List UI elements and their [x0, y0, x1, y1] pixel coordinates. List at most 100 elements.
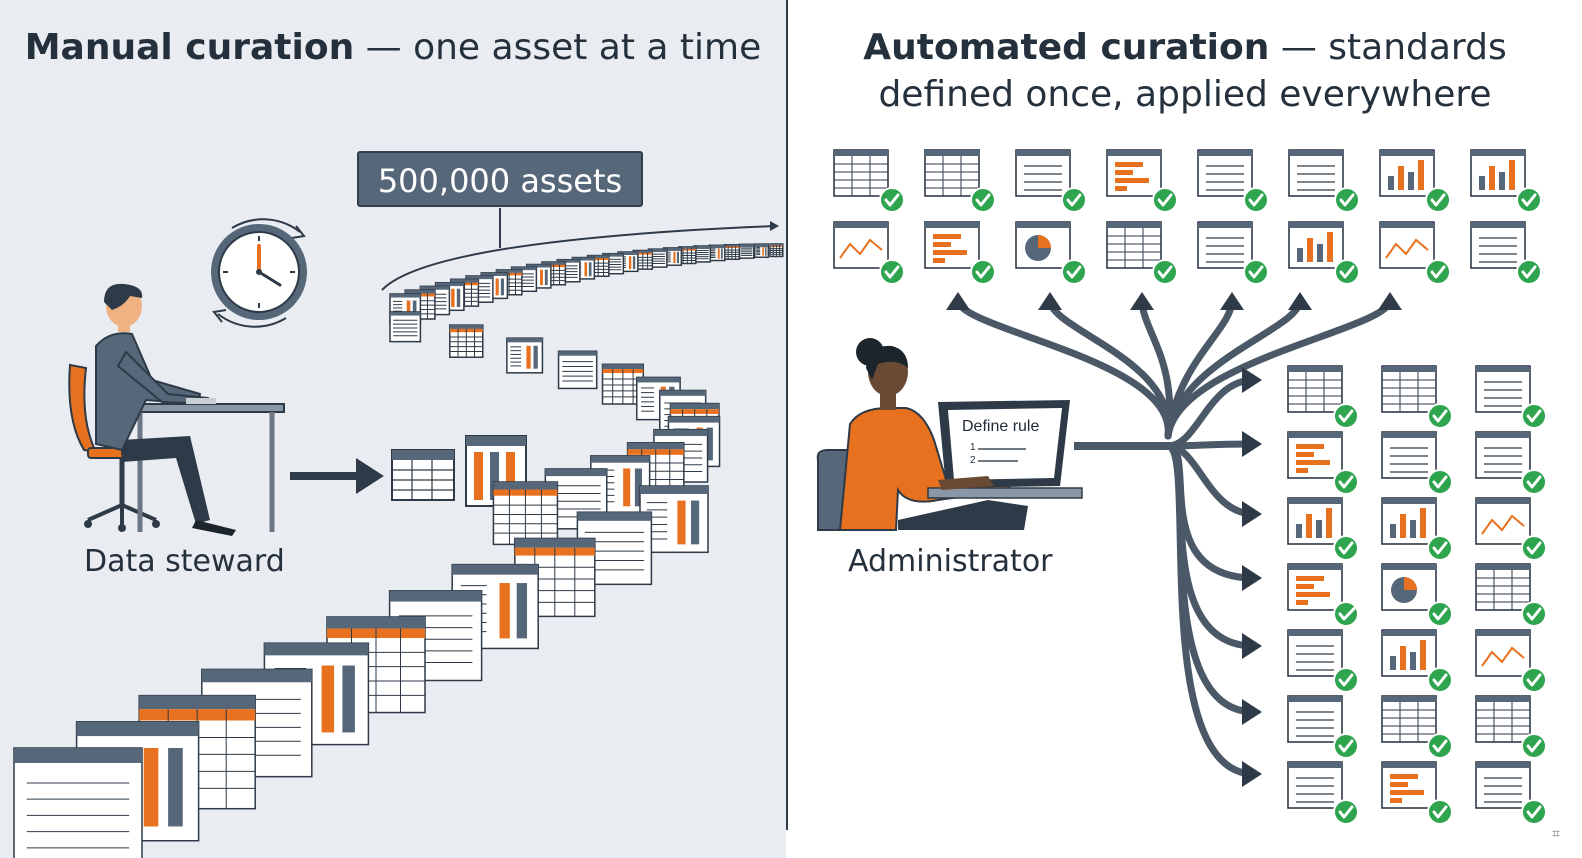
- checkmark-icon: [1521, 403, 1547, 429]
- automated-curation-title-rest: — standards: [1269, 27, 1507, 68]
- checkmark-icon: [1427, 601, 1453, 627]
- table-icon: [1381, 431, 1437, 479]
- checkmark-icon: [1521, 469, 1547, 495]
- checkmark-icon: [1521, 535, 1547, 561]
- checkmark-icon: [879, 187, 905, 213]
- queued-chart-asset: [389, 311, 422, 343]
- queued-table-asset: [492, 481, 559, 546]
- automated-curation-illustration: Define rule 1 2: [816, 149, 1547, 825]
- administrator-label: Administrator: [848, 544, 1053, 579]
- checkmark-icon: [1334, 259, 1360, 285]
- administrator-figure: Define rule 1 2: [816, 338, 1083, 531]
- checkmark-icon: [1516, 259, 1542, 285]
- table-icon: [833, 149, 889, 197]
- table-icon: [1287, 365, 1343, 413]
- table-icon: [1475, 431, 1531, 479]
- checkmark-icon: [1334, 187, 1360, 213]
- define-rule-text: Define rule: [962, 418, 1039, 435]
- line-chart-icon: [1475, 629, 1531, 677]
- bar-chart-icon: [1288, 221, 1344, 269]
- checkmark-icon: [1427, 667, 1453, 693]
- queued-chart-asset: [557, 350, 598, 390]
- table-icon: [1288, 149, 1344, 197]
- queued-chart-asset: [738, 243, 755, 259]
- bar-chart-icon: [1287, 563, 1343, 611]
- rule-arrow-right: [1164, 442, 1262, 787]
- checkmark-icon: [1333, 403, 1359, 429]
- rule-arrow-up: [1164, 292, 1402, 440]
- checkmark-icon: [1516, 187, 1542, 213]
- checkmark-icon: [1425, 259, 1451, 285]
- checkmark-icon: [1152, 187, 1178, 213]
- svg-text:2: 2: [970, 455, 976, 466]
- scan-icon: ⌗: [1552, 826, 1560, 842]
- clock-icon: [211, 218, 307, 328]
- checkmark-icon: [1425, 187, 1451, 213]
- bar-chart-icon: [1381, 497, 1437, 545]
- checkmark-icon: [1061, 259, 1087, 285]
- table-icon: [1381, 695, 1437, 743]
- checkmark-icon: [1333, 562, 1399, 627]
- checkmark-icon: [1243, 259, 1269, 285]
- queued-chart-asset: [662, 247, 683, 266]
- checkmark-icon: [1521, 601, 1547, 627]
- rule-arrow-up: [1164, 292, 1312, 440]
- automated-curation-title-line2: defined once, applied everywhere: [878, 74, 1492, 115]
- checkmark-icon: [1521, 799, 1547, 825]
- table-icon: [1015, 149, 1071, 197]
- queued-chart-asset: [13, 747, 143, 858]
- checkmark-icon: [1333, 469, 1359, 495]
- queued-chart-asset: [754, 243, 770, 258]
- curated-asset-grid: [833, 149, 1547, 825]
- bar-chart-icon: [924, 221, 980, 269]
- automated-curation-title-bold: Automated curation: [863, 27, 1270, 68]
- bar-chart-icon: [1106, 149, 1162, 197]
- table-icon: [391, 449, 455, 501]
- manual-curation-title-bold: Manual curation: [24, 27, 355, 68]
- pie-chart-icon: [1381, 563, 1437, 611]
- pie-chart-icon: [1015, 221, 1071, 269]
- data-steward-label: Data steward: [84, 544, 285, 579]
- table-icon: [1197, 149, 1253, 197]
- svg-text:1: 1: [970, 442, 976, 453]
- checkmark-icon: [1152, 259, 1178, 285]
- table-icon: [1381, 365, 1437, 413]
- panel-divider: [786, 0, 788, 830]
- checkmark-icon: [970, 187, 996, 213]
- checkmark-icon: [1061, 187, 1087, 213]
- table-icon: [1475, 695, 1531, 743]
- rule-arrow-up: [1038, 292, 1172, 440]
- checkmark-icon: [1427, 733, 1453, 759]
- table-icon: [1475, 761, 1531, 809]
- automated-curation-title: Automated curation — standards defined on…: [788, 24, 1582, 118]
- queued-table-asset: [723, 243, 741, 261]
- checkmark-icon: [879, 259, 905, 285]
- manual-curation-title: Manual curation — one asset at a time: [0, 24, 786, 71]
- checkmark-icon: [1427, 403, 1453, 429]
- checkmark-icon: [970, 259, 996, 285]
- asset-queue: [13, 243, 784, 858]
- table-icon: [1287, 761, 1343, 809]
- queued-chart-asset: [708, 244, 726, 262]
- manual-curation-panel: Manual curation — one asset at a time: [0, 0, 786, 858]
- checkmark-icon: [1333, 667, 1359, 693]
- table-icon: [1106, 221, 1162, 269]
- bar-chart-icon: [1470, 149, 1526, 197]
- table-icon: [924, 149, 980, 197]
- rule-arrow-up: [946, 292, 1172, 440]
- table-icon: [1475, 365, 1531, 413]
- table-icon: [1287, 695, 1343, 743]
- rule-distribution-arrows: [946, 292, 1402, 787]
- manual-curation-illustration: [13, 208, 784, 858]
- bar-chart-icon: [1381, 629, 1437, 677]
- checkmark-icon: [1521, 733, 1547, 759]
- queued-table-asset: [769, 243, 784, 258]
- line-chart-icon: [1475, 497, 1531, 545]
- bar-chart-icon: [1379, 149, 1435, 197]
- checkmark-icon: [1333, 535, 1359, 561]
- checkmark-icon: [1333, 733, 1359, 759]
- bar-chart-icon: [1287, 431, 1343, 479]
- queued-chart-asset: [693, 245, 712, 263]
- table-icon: [1470, 221, 1526, 269]
- table-icon: [1287, 629, 1343, 677]
